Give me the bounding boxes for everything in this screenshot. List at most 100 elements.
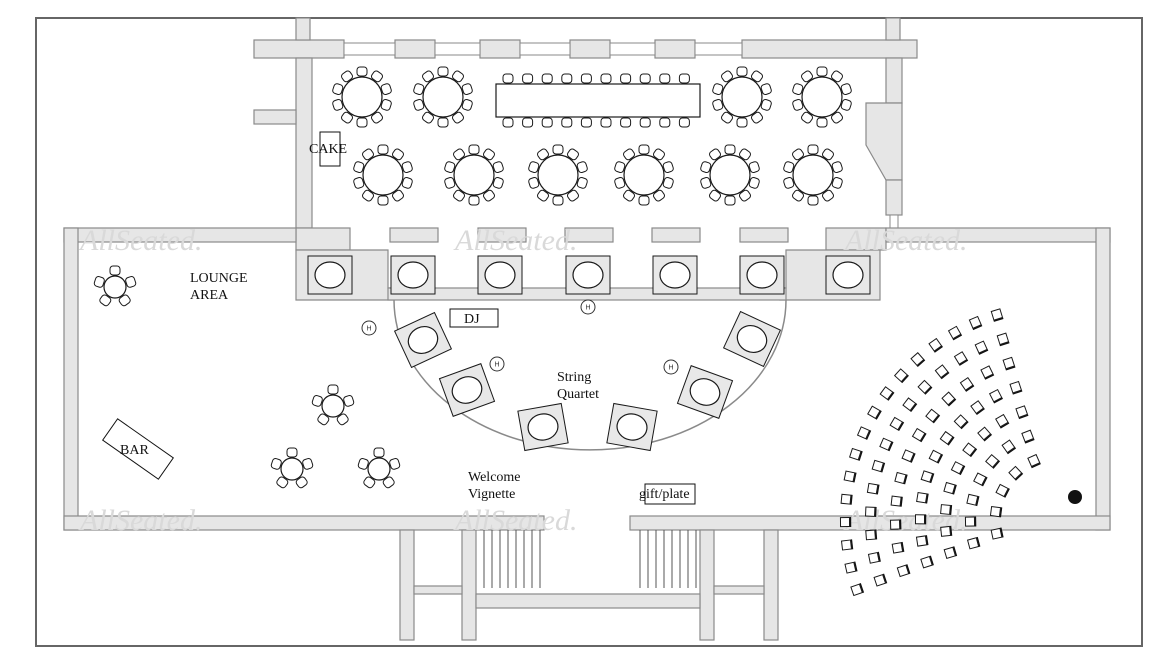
chair-icon: [920, 555, 933, 569]
round-table-icon: [321, 394, 345, 418]
head-table[interactable]: [495, 73, 701, 128]
lounge-pod[interactable]: [606, 402, 658, 452]
round-table-icon: [422, 76, 464, 118]
lounge-pod[interactable]: [477, 255, 523, 295]
guest-table[interactable]: [700, 144, 760, 206]
frame-border: [35, 17, 1143, 647]
chair-icon: [901, 449, 915, 463]
chair-icon: [541, 117, 553, 128]
lounge-label-2: AREA: [190, 288, 229, 303]
guest-table[interactable]: [528, 144, 588, 206]
lounge-pod[interactable]: [652, 255, 698, 295]
lounge-pod[interactable]: [438, 363, 496, 417]
chair-icon: [461, 83, 473, 95]
lounge-pod[interactable]: [393, 311, 453, 369]
chair-icon: [783, 177, 795, 189]
chair-icon: [807, 195, 819, 206]
chair-icon: [849, 447, 862, 461]
chair-icon: [373, 447, 385, 458]
chair-icon: [840, 99, 852, 111]
gift-table[interactable]: [644, 483, 696, 505]
chair-icon: [652, 148, 665, 161]
cocktail-table[interactable]: [311, 384, 355, 426]
chair-icon: [363, 476, 376, 489]
chair-icon: [879, 386, 894, 401]
cocktail-table[interactable]: [357, 447, 401, 489]
chair-icon: [332, 99, 344, 111]
chair-icon: [482, 189, 495, 202]
lounge-pod[interactable]: [390, 255, 436, 295]
highchair-icon[interactable]: H: [580, 299, 596, 315]
chair-icon: [1008, 465, 1023, 480]
chair-icon: [638, 195, 650, 206]
guest-table[interactable]: [444, 144, 504, 206]
chair-icon: [422, 70, 435, 83]
lounge-pod[interactable]: [517, 402, 569, 452]
watermark: AllSeated.: [453, 504, 577, 537]
cocktail-table[interactable]: [270, 447, 314, 489]
highchair-icon[interactable]: H: [489, 356, 505, 372]
dj-booth[interactable]: [449, 308, 499, 328]
round-table-icon: [367, 457, 391, 481]
chair-icon: [528, 161, 540, 173]
chair-icon: [580, 117, 592, 128]
lounge-pod[interactable]: [825, 255, 871, 295]
chair-icon: [332, 83, 344, 95]
guest-table[interactable]: [792, 66, 852, 128]
guest-table[interactable]: [332, 66, 392, 128]
round-table-icon: [537, 154, 579, 196]
chair-icon: [492, 161, 504, 173]
chair-icon: [760, 83, 772, 95]
chair-icon: [973, 472, 987, 486]
lounge-pod[interactable]: [722, 310, 782, 368]
chair-icon: [522, 117, 534, 128]
chair-icon: [125, 276, 137, 288]
chair-icon: [377, 144, 389, 155]
chair-icon: [943, 546, 957, 560]
chair-icon: [276, 476, 289, 489]
chair-icon: [343, 395, 355, 407]
chair-icon: [807, 144, 819, 155]
guest-table[interactable]: [614, 144, 674, 206]
chair-icon: [362, 148, 375, 161]
lounge-pod[interactable]: [739, 255, 785, 295]
chair-icon: [552, 195, 564, 206]
chair-icon: [353, 161, 365, 173]
chair-icon: [911, 427, 926, 442]
chair-icon: [738, 148, 751, 161]
guest-table[interactable]: [712, 66, 772, 128]
guest-table[interactable]: [413, 66, 473, 128]
chair-icon: [801, 70, 814, 83]
cake-table[interactable]: [319, 131, 341, 167]
chair-icon: [995, 483, 1009, 498]
chair-icon: [401, 161, 413, 173]
chair-icon: [889, 519, 901, 530]
guest-table[interactable]: [353, 144, 413, 206]
highchair-label: H: [494, 362, 499, 369]
highchair-icon[interactable]: H: [663, 359, 679, 375]
chair-icon: [709, 189, 722, 202]
guest-table[interactable]: [783, 144, 843, 206]
lounge-pod[interactable]: [676, 365, 734, 419]
chair-icon: [750, 70, 763, 83]
lounge-pod[interactable]: [565, 255, 611, 295]
chair-icon: [502, 117, 514, 128]
chair-icon: [950, 461, 965, 475]
chair-icon: [370, 70, 383, 83]
cocktail-table[interactable]: [93, 265, 137, 307]
bar[interactable]: [101, 418, 175, 480]
chair-icon: [468, 144, 480, 155]
chair-icon: [968, 315, 982, 329]
lounge-pod[interactable]: [307, 255, 353, 295]
welcome-label-1: Welcome: [468, 470, 521, 485]
chair-icon: [453, 189, 466, 202]
highchair-icon[interactable]: H: [361, 320, 377, 336]
chair-icon: [816, 66, 828, 77]
chair-icon: [990, 527, 1003, 540]
ceremony-seating[interactable]: [839, 308, 1041, 597]
chair-icon: [840, 493, 852, 505]
chair-icon: [391, 189, 404, 202]
chair-icon: [270, 458, 282, 470]
chair-icon: [864, 506, 876, 517]
chair-icon: [721, 111, 734, 124]
